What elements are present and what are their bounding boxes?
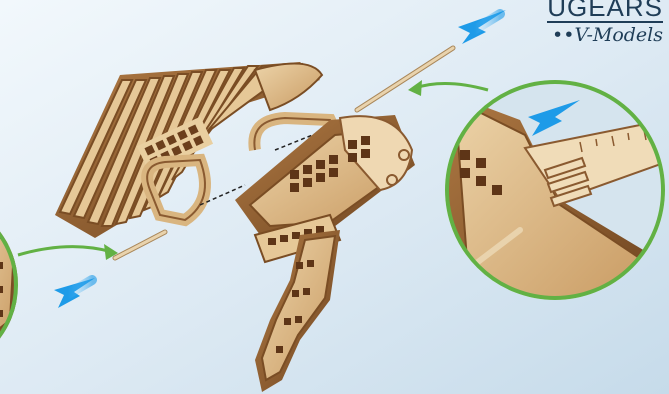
brand-logo: UGEARS ••V-Models [547, 0, 663, 45]
brand-name: UGEARS [547, 0, 663, 20]
brand-subtitle-text: V-Models [574, 24, 663, 46]
brand-subtitle: ••V-Models [547, 25, 663, 45]
brand-subtitle-prefix: •• [552, 24, 574, 46]
